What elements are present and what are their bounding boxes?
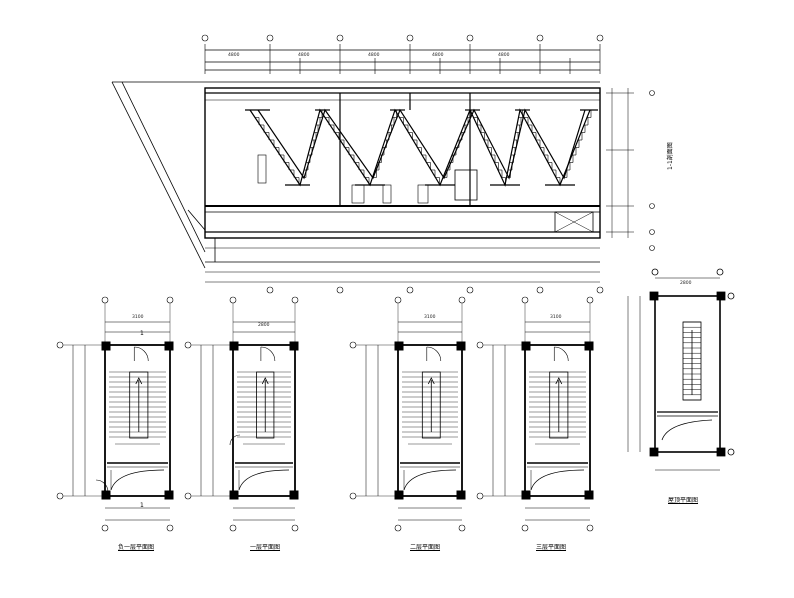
roof-plan	[627, 268, 735, 471]
section-title: 1-1剖面图	[667, 142, 674, 170]
plan-basement	[56, 296, 174, 532]
plan-title-floor1: 一层平面图	[250, 544, 281, 551]
plan-width-floor3: 3100	[550, 315, 562, 320]
top-dim-5: 4800	[498, 53, 510, 58]
stair-section	[111, 34, 655, 294]
top-dim-3: 4800	[368, 53, 380, 58]
plan-width-basement: 3100	[132, 315, 144, 320]
plan-width-floor1: 2800	[258, 323, 270, 328]
top-dim-4: 4800	[432, 53, 444, 58]
plan-title-roof: 屋顶平面图	[668, 497, 699, 504]
section-mark-top: 1	[140, 330, 144, 337]
floor-plans	[56, 296, 594, 532]
plan-width-roof: 2800	[680, 281, 692, 286]
plan-width-floor2: 3100	[424, 315, 436, 320]
plan-title-floor3: 三层平面图	[536, 544, 567, 551]
plan-title-basement: 负一层平面图	[118, 544, 155, 551]
section-mark-bottom: 1	[140, 502, 144, 509]
plan-floor2	[349, 296, 466, 532]
plan-floor1	[184, 296, 299, 532]
top-dim-2: 4800	[298, 53, 310, 58]
plan-floor3	[476, 296, 594, 532]
top-dim-1: 4800	[228, 53, 240, 58]
plan-title-floor2: 二层平面图	[410, 544, 441, 551]
